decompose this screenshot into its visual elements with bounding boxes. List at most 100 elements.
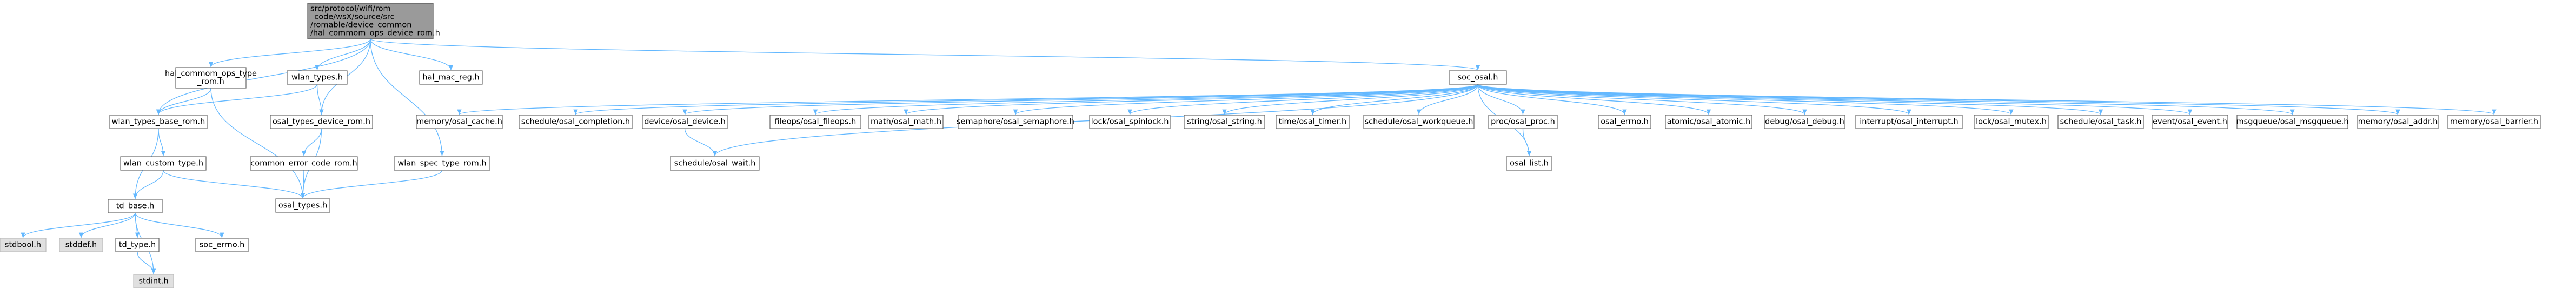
edge-soc-osal-to-string-osal-string: [1222, 84, 1478, 115]
node-event-osal-event[interactable]: event/osal_event.h: [2152, 115, 2228, 129]
node-wlan-spec-type-rom[interactable]: wlan_spec_type_rom.h: [394, 156, 490, 171]
node-lock-osal-spinlock[interactable]: lock/osal_spinlock.h: [1089, 115, 1171, 129]
edge-td-base-to-stddef: [78, 212, 136, 238]
wlan-types-label-line-1: wlan_types.h: [291, 73, 343, 82]
edge-wlan-spec-type-rom-to-osal-types: [300, 170, 443, 199]
edge-root-to-wlan-types: [315, 38, 371, 71]
node-td-type[interactable]: td_type.h: [115, 238, 160, 252]
soc-errno-label-line-1: soc_errno.h: [200, 241, 245, 250]
node-wlan-custom-type[interactable]: wlan_custom_type.h: [120, 156, 207, 171]
atomic-osal-atomic-box: [1665, 115, 1752, 129]
root-node[interactable]: src/protocol/wifi/rom_code/wsX/source/sr…: [307, 3, 440, 39]
edge-soc-osal-to-atomic-osal-atomic: [1477, 84, 1711, 115]
osal-types-device-rom-box: [270, 115, 373, 129]
nodes-layer: src/protocol/wifi/rom_code/wsX/source/sr…: [0, 3, 2541, 288]
osal-types-device-rom-label-line-1: osal_types_device_rom.h: [273, 118, 370, 126]
node-proc-osal-proc[interactable]: proc/osal_proc.h: [1488, 115, 1558, 129]
wlan-types-base-rom-box: [109, 115, 208, 129]
edge-root-to-soc-osal: [370, 38, 1480, 71]
node-stddef[interactable]: stddef.h: [59, 238, 103, 252]
device-osal-device-label-line-1: device/osal_device.h: [644, 118, 726, 126]
osal-list-label-line-1: osal_list.h: [1510, 159, 1549, 168]
atomic-osal-atomic-label-line-1: atomic/osal_atomic.h: [1667, 118, 1750, 126]
edge-root-to-hal-mac-reg: [370, 38, 454, 71]
node-osal-list[interactable]: osal_list.h: [1506, 156, 1552, 171]
stdint-label-line-1: stdint.h: [138, 277, 168, 286]
debug-osal-debug-box: [1764, 115, 1845, 129]
td-type-box: [115, 238, 160, 252]
node-device-osal-device[interactable]: device/osal_device.h: [642, 115, 728, 129]
time-osal-timer-box: [1276, 115, 1350, 129]
node-schedule-osal-task[interactable]: schedule/osal_task.h: [2057, 115, 2144, 129]
td-base-label-line-1: td_base.h: [116, 202, 155, 211]
interrupt-osal-interrupt-label-line-1: interrupt/osal_interrupt.h: [1860, 118, 1958, 126]
memory-osal-addr-box: [2357, 115, 2439, 129]
debug-osal-debug-label-line-1: debug/osal_debug.h: [1765, 118, 1844, 126]
node-hal-mac-reg[interactable]: hal_mac_reg.h: [419, 70, 483, 85]
edge-device-osal-device-to-schedule-osal-wait: [684, 128, 718, 157]
node-osal-errno[interactable]: osal_errno.h: [1598, 115, 1651, 129]
td-type-label-line-1: td_type.h: [119, 241, 156, 250]
hal-commom-ops-type-rom-label-line-2: _rom.h: [197, 78, 224, 86]
node-lock-osal-mutex[interactable]: lock/osal_mutex.h: [1974, 115, 2049, 129]
edge-td-base-to-stdbool: [21, 212, 136, 238]
common-error-code-rom-label-line-1: common_error_code_rom.h: [250, 159, 357, 168]
edge-root-to-wlan-types-base-rom: [156, 38, 371, 115]
node-common-error-code-rom[interactable]: common_error_code_rom.h: [250, 156, 358, 171]
node-memory-osal-barrier[interactable]: memory/osal_barrier.h: [2447, 115, 2541, 129]
time-osal-timer-label-line-1: time/osal_timer.h: [1279, 118, 1346, 126]
node-atomic-osal-atomic[interactable]: atomic/osal_atomic.h: [1665, 115, 1752, 129]
schedule-osal-workqueue-box: [1363, 115, 1475, 129]
wlan-types-base-rom-label-line-1: wlan_types_base_rom.h: [112, 118, 205, 126]
node-schedule-osal-wait[interactable]: schedule/osal_wait.h: [670, 156, 760, 171]
edge-hal-commom-ops-type-rom-to-wlan-types-base-rom: [156, 88, 211, 115]
schedule-osal-task-box: [2057, 115, 2144, 129]
node-wlan-types[interactable]: wlan_types.h: [287, 70, 348, 85]
node-schedule-osal-completion[interactable]: schedule/osal_completion.h: [519, 115, 633, 129]
lock-osal-mutex-label-line-1: lock/osal_mutex.h: [1976, 118, 2047, 126]
stddef-label-line-1: stddef.h: [65, 241, 97, 250]
node-stdint[interactable]: stdint.h: [133, 274, 174, 288]
edge-wlan-custom-type-to-osal-types: [163, 170, 306, 199]
node-msgqueue-osal-msgqueue[interactable]: msgqueue/osal_msgqueue.h: [2236, 115, 2349, 129]
hal-mac-reg-box: [419, 70, 483, 85]
schedule-osal-wait-label-line-1: schedule/osal_wait.h: [674, 159, 756, 168]
stdint-box: [133, 274, 174, 288]
node-stdbool[interactable]: stdbool.h: [0, 238, 47, 252]
edge-root-to-hal-commom-ops-type-rom: [208, 38, 371, 68]
node-osal-types-device-rom[interactable]: osal_types_device_rom.h: [270, 115, 373, 129]
node-math-osal-math[interactable]: math/osal_math.h: [868, 115, 944, 129]
memory-osal-cache-label-line-1: memory/osal_cache.h: [416, 118, 502, 126]
root-label-line-3: /romable/device_common: [310, 21, 411, 30]
node-string-osal-string[interactable]: string/osal_string.h: [1184, 115, 1265, 129]
stdbool-box: [0, 238, 47, 252]
string-osal-string-box: [1184, 115, 1265, 129]
schedule-osal-completion-label-line-1: schedule/osal_completion.h: [521, 118, 630, 126]
edge-soc-osal-to-debug-osal-debug: [1477, 84, 1807, 115]
edge-soc-osal-to-schedule-osal-completion: [573, 84, 1478, 115]
event-osal-event-box: [2152, 115, 2228, 129]
node-osal-types[interactable]: osal_types.h: [275, 198, 330, 213]
node-hal-commom-ops-type-rom[interactable]: hal_commom_ops_type_rom.h: [165, 67, 257, 89]
node-memory-osal-cache[interactable]: memory/osal_cache.h: [416, 115, 503, 129]
node-soc-errno[interactable]: soc_errno.h: [195, 238, 249, 252]
node-semaphore-osal-semaphore[interactable]: semaphore/osal_semaphore.h: [957, 115, 1074, 129]
node-memory-osal-addr[interactable]: memory/osal_addr.h: [2357, 115, 2439, 129]
node-schedule-osal-workqueue[interactable]: schedule/osal_workqueue.h: [1363, 115, 1475, 129]
node-td-base[interactable]: td_base.h: [108, 199, 163, 213]
node-wlan-types-base-rom[interactable]: wlan_types_base_rom.h: [109, 115, 208, 129]
edge-soc-osal-to-memory-osal-barrier: [1477, 84, 2497, 115]
node-soc-osal[interactable]: soc_osal.h: [1449, 70, 1507, 85]
edge-wlan-types-to-osal-types-device-rom: [316, 84, 324, 115]
edge-td-base-to-soc-errno: [135, 212, 224, 238]
node-debug-osal-debug[interactable]: debug/osal_debug.h: [1764, 115, 1845, 129]
node-time-osal-timer[interactable]: time/osal_timer.h: [1276, 115, 1350, 129]
edge-soc-osal-to-schedule-osal-task: [1477, 84, 2103, 115]
wlan-custom-type-label-line-1: wlan_custom_type.h: [123, 159, 203, 168]
math-osal-math-box: [868, 115, 944, 129]
edge-soc-osal-to-osal-errno: [1477, 84, 1627, 115]
node-fileops-osal-fileops[interactable]: fileops/osal_fileops.h: [769, 115, 861, 129]
node-interrupt-osal-interrupt[interactable]: interrupt/osal_interrupt.h: [1855, 115, 1963, 129]
edge-proc-osal-proc-to-osal-list: [1522, 128, 1532, 157]
edges-layer: [21, 38, 2497, 274]
